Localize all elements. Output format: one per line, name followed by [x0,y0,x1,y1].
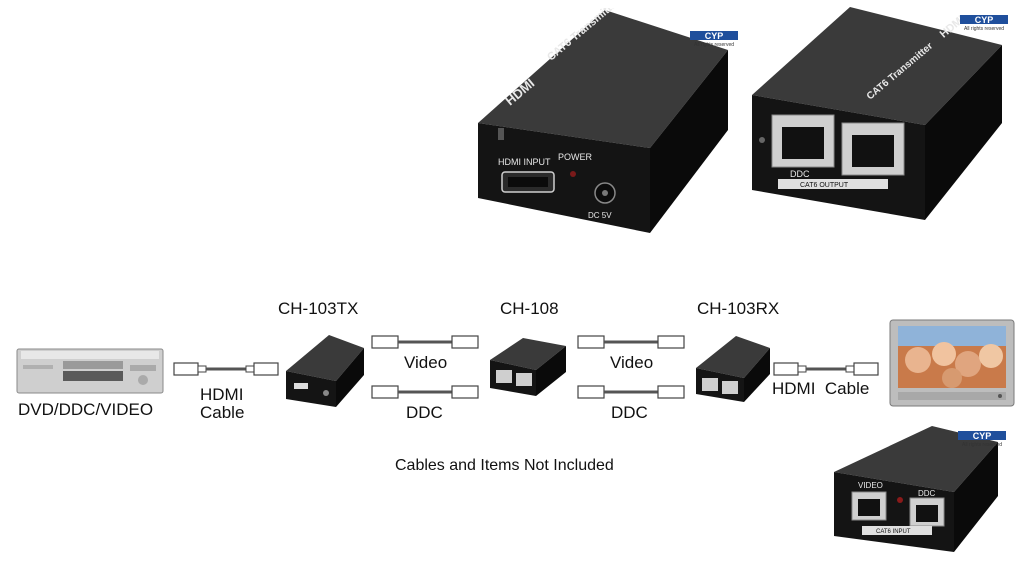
mid-model-label: CH-108 [500,299,559,318]
cyp-logo: CYP All rights reserved [688,30,740,48]
transmitter-front-photo: HDMI CAT6 Transmitter HDMI INPUT POWER D… [478,8,728,233]
txb-ddc-label: DDC [790,169,810,179]
tx-dc-label: DC 5V [588,211,612,220]
receiver-photo: VIDEO DDC CAT6 INPUT [834,426,998,552]
transmitter-back-photo: CAT6 Transmitter HDMI DDC VIDEO CAT6 OUT… [752,7,1002,220]
rx-video-label: VIDEO [858,481,883,490]
video-cable-2 [577,335,685,349]
rx-input-label: CAT6 INPUT [876,529,911,535]
ddc-label-1: DDC [406,403,443,422]
svg-text:All rights reserved: All rights reserved [694,42,734,48]
video-cable-1 [371,335,479,349]
ddc-cable-2 [577,385,685,399]
svg-text:CYP: CYP [975,15,994,25]
ch108-device-icon [490,338,566,396]
source-label: DVD/DDC/VIDEO [18,400,154,419]
video-label-2: Video [610,353,654,372]
tx-power-label: POWER [558,152,593,162]
tx-device-icon [286,335,364,407]
rx-model-label: CH-103RX [697,299,780,318]
hdmi-cable-right-label: HDMI Cable [772,379,870,398]
cyp-logo: CYP All rights reserved [956,430,1008,448]
video-label-1: Video [404,353,448,372]
tx-model-label: CH-103TX [278,299,359,318]
tv-icon [889,319,1015,407]
svg-text:CYP: CYP [705,31,724,41]
rx-ddc-label: DDC [918,489,936,498]
hdmi-cable-right [773,362,879,376]
svg-text:CYP: CYP [973,431,992,441]
ddc-cable-1 [371,385,479,399]
tx-hdmi-input-label: HDMI INPUT [498,157,551,167]
hdmi-cable-label-line1: HDMI [200,385,244,404]
ddc-label-2: DDC [611,403,648,422]
svg-text:All rights reserved: All rights reserved [964,26,1004,32]
svg-text:All rights reserved: All rights reserved [962,442,1002,448]
rx-device-icon [696,336,770,402]
dvd-player-icon [16,348,164,394]
hdmi-cable-label-line2: Cable [200,403,245,422]
cyp-logo: CYP All rights reserved [958,14,1010,32]
hdmi-cable-left [173,362,279,376]
not-included-note: Cables and Items Not Included [395,457,614,474]
txb-output-label: CAT6 OUTPUT [800,182,849,189]
